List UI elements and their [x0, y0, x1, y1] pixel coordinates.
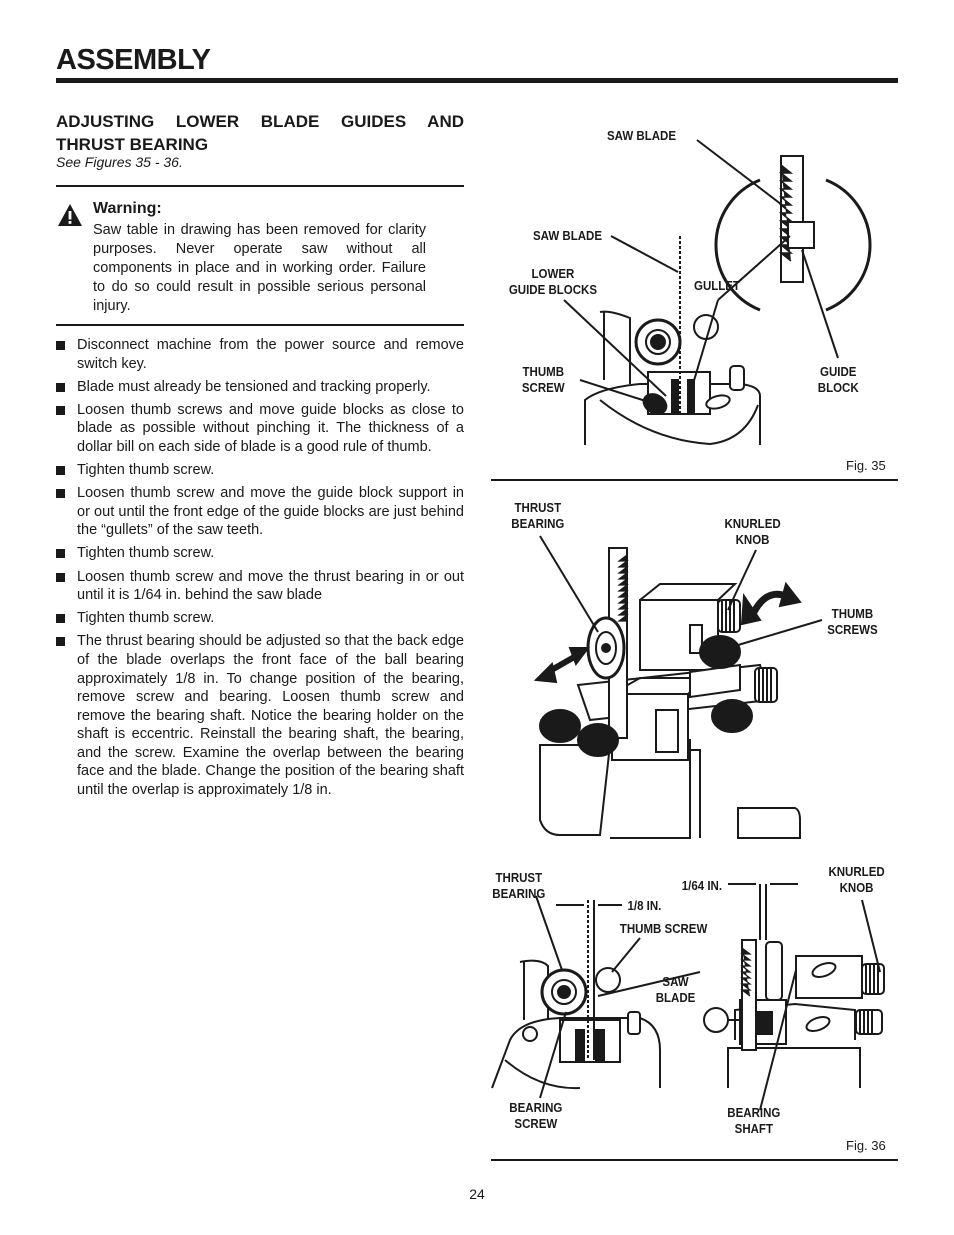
- instruction-list: Disconnect machine from the power source…: [56, 336, 464, 804]
- page-number: 24: [469, 1186, 485, 1202]
- fig35-bottom-rule: [491, 479, 898, 481]
- bullet-square-icon: [56, 341, 65, 350]
- section-title: ADJUSTING LOWER BLADE GUIDES AND THRUST …: [56, 112, 464, 154]
- bullet-square-icon: [56, 572, 65, 582]
- fig35-label-guide-block: GUIDE BLOCK: [817, 365, 859, 395]
- fig36-label-bearing-screw: BEARING SCREW: [509, 1101, 563, 1131]
- warning-triangle-icon: [58, 204, 82, 226]
- warning-heading: Warning:: [93, 200, 162, 217]
- figure-36-bottom-illustration: [491, 883, 885, 1111]
- list-item: Loosen thumb screws and move guide block…: [56, 401, 464, 457]
- fig35-label-gullet: GULLET: [694, 279, 740, 293]
- bullet-square-icon: [56, 489, 65, 499]
- fig36-label-bearing-shaft: BEARING SHAFT: [727, 1106, 781, 1136]
- fig35-label-saw-blade-top: SAW BLADE: [607, 129, 676, 143]
- bullet-square-icon: [56, 637, 65, 647]
- fig36-label-thumb-screws: THUMB SCREWS: [827, 607, 878, 637]
- list-item: Tighten thumb screw.: [56, 609, 464, 628]
- list-item: The thrust bearing should be adjusted so…: [56, 632, 464, 799]
- bullet-square-icon: [56, 614, 65, 624]
- warning-top-rule: [56, 185, 464, 187]
- fig36-label-thumb-screw: THUMB SCREW: [619, 922, 708, 936]
- fig36-caption: Fig. 36: [846, 1138, 886, 1153]
- fig35-caption: Fig. 35: [846, 458, 886, 473]
- page-header-title: ASSEMBLY: [56, 44, 211, 76]
- fig36-label-thrust-bearing: THRUST BEARING: [492, 871, 546, 901]
- list-item: Disconnect machine from the power source…: [56, 336, 464, 373]
- list-item: Loosen thumb screw and move the thrust b…: [56, 568, 464, 605]
- list-item: Blade must already be tensioned and trac…: [56, 378, 464, 397]
- list-item: Loosen thumb screw and move the guide bl…: [56, 484, 464, 540]
- bullet-square-icon: [56, 549, 65, 559]
- figure-36-top-illustration: [533, 535, 823, 839]
- list-item: Tighten thumb screw.: [56, 461, 464, 480]
- warning-bottom-rule: [56, 324, 464, 326]
- section-reference: See Figures 35 - 36.: [56, 154, 183, 170]
- figure-35-illustration: [563, 139, 872, 446]
- fig36-label-sixtyfourth-inch: 1/64 IN.: [681, 879, 723, 893]
- bullet-square-icon: [56, 405, 65, 415]
- fig35-label-lower-guide-blocks: LOWER GUIDE BLOCKS: [508, 267, 598, 297]
- fig36-bottom-rule: [491, 1159, 898, 1161]
- fig36-label-knurled-knob-top: KNURLED KNOB: [724, 517, 781, 547]
- header-rule: [56, 78, 898, 83]
- fig36-label-eighth-inch: 1/8 IN.: [627, 899, 662, 913]
- fig35-label-saw-blade: SAW BLADE: [533, 229, 602, 243]
- bullet-square-icon: [56, 382, 65, 392]
- fig36-label-knurled-knob: KNURLED KNOB: [828, 865, 885, 895]
- bullet-square-icon: [56, 466, 65, 476]
- fig35-label-thumb-screw: THUMB SCREW: [521, 365, 565, 395]
- list-item: Tighten thumb screw.: [56, 544, 464, 563]
- fig36-label-thrust-bearing-top: THRUST BEARING: [511, 501, 565, 531]
- fig36-label-saw-blade: SAW BLADE: [655, 975, 696, 1005]
- warning-body: Saw table in drawing has been removed fo…: [93, 222, 426, 314]
